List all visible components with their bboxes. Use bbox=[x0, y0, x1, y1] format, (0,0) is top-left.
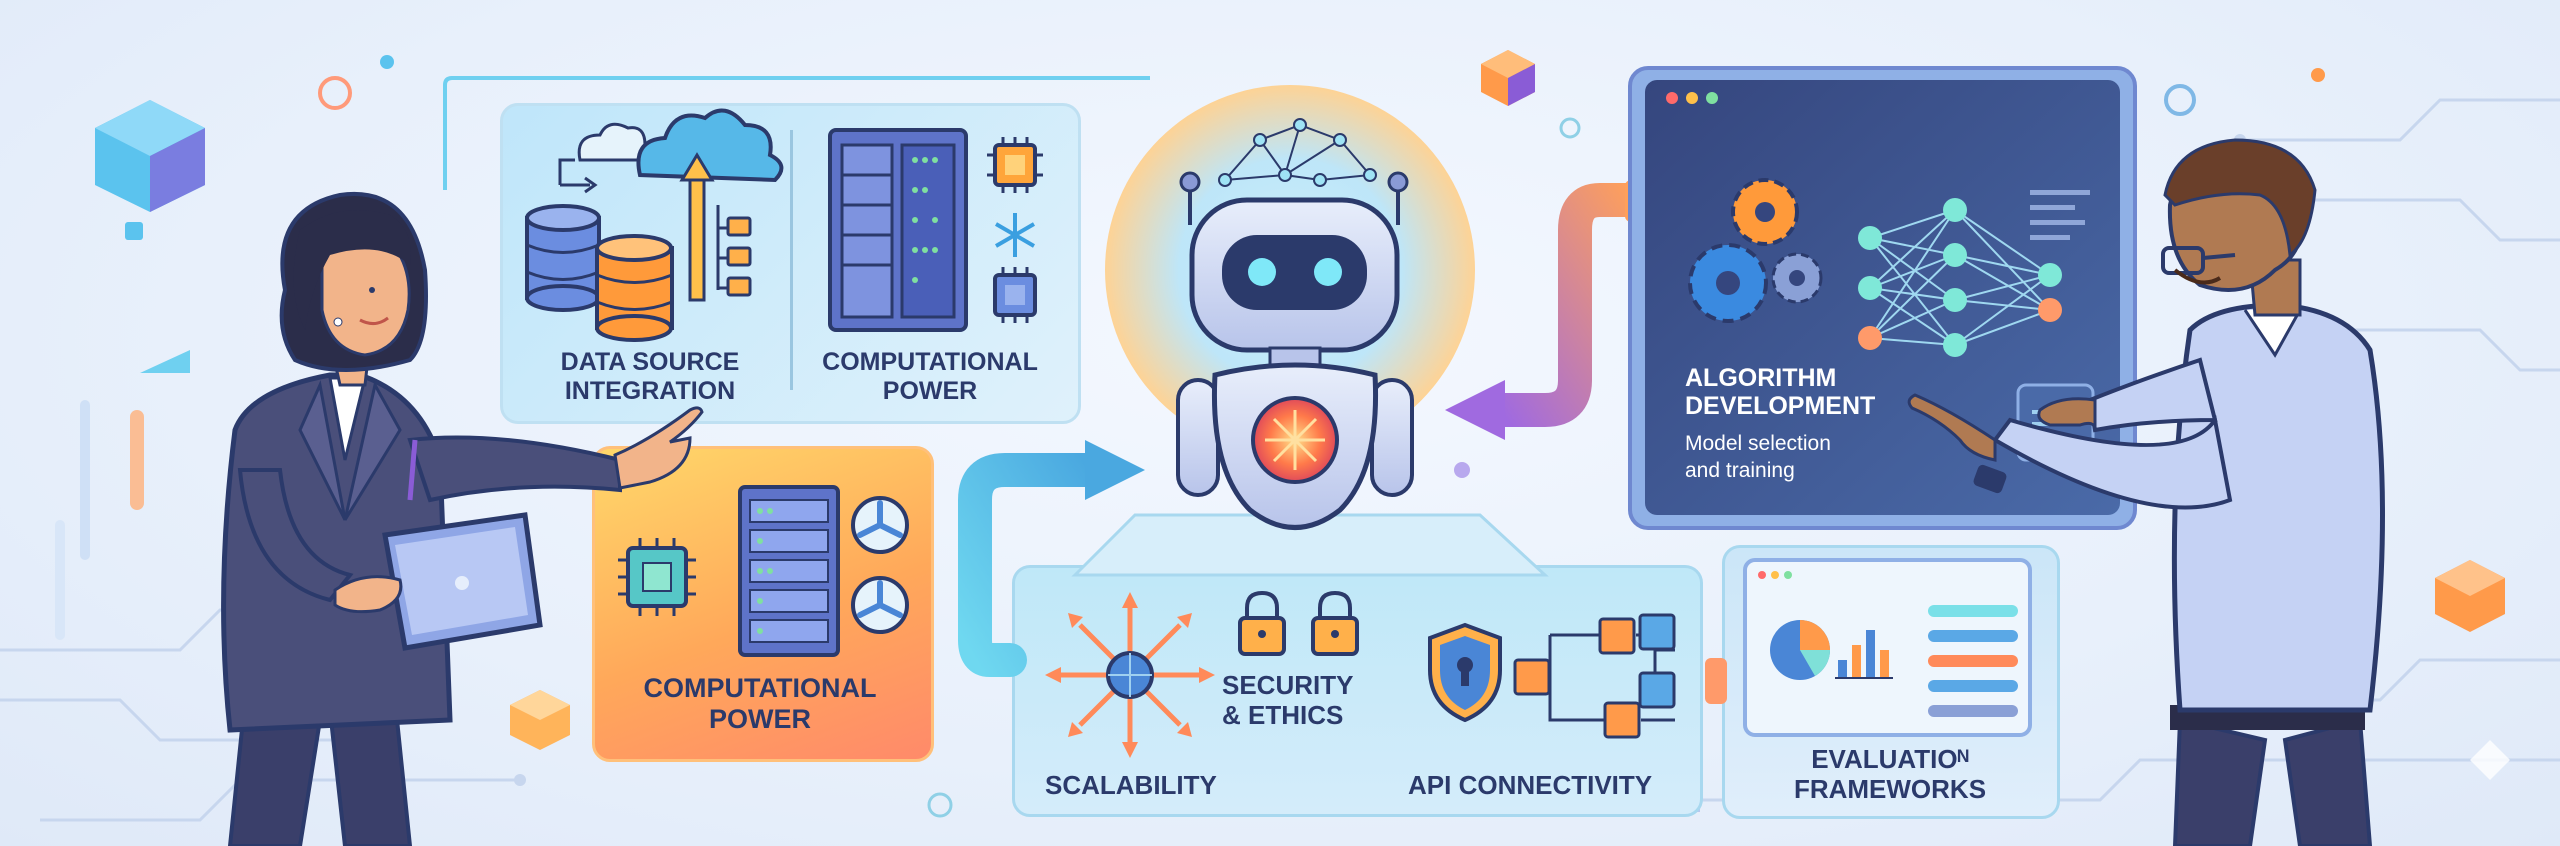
security-line-2: & ETHICS bbox=[1222, 699, 1344, 730]
security-label: SECURITY & ETHICS bbox=[1222, 670, 1354, 731]
tablet-icon bbox=[382, 512, 543, 651]
data-source-line-2: INTEGRATION bbox=[564, 376, 736, 405]
server-icon bbox=[828, 128, 968, 332]
flowchart-icon bbox=[1513, 613, 1676, 739]
pie-chart-icon bbox=[1770, 620, 1830, 680]
neural-network-icon bbox=[1858, 198, 2062, 357]
computational-power-bottom-label: COMPUTATIONAL POWER bbox=[610, 673, 910, 735]
cpu-chip-icon bbox=[987, 137, 1043, 193]
security-line-1: SECURITY bbox=[1222, 670, 1354, 700]
gear-icon bbox=[1731, 178, 1799, 246]
snowflake-icon bbox=[994, 213, 1036, 257]
shield-lock-icon bbox=[1428, 622, 1502, 723]
algorithm-title-line-1: ALGORITHM bbox=[1685, 364, 1837, 392]
cube-decor-left bbox=[95, 100, 205, 212]
fan-icon bbox=[851, 576, 909, 634]
cloud-icon bbox=[577, 108, 784, 183]
robot-icon bbox=[1176, 171, 1414, 530]
database-icon bbox=[525, 204, 601, 312]
algorithm-sub-line-1: Model selection bbox=[1685, 432, 1831, 455]
algorithm-label: ALGORITHM DEVELOPMENT Model selection an… bbox=[1685, 364, 1935, 485]
padlock-icon bbox=[1311, 590, 1359, 656]
gear-icon bbox=[1688, 243, 1768, 323]
algorithm-sub-line-2: and training bbox=[1685, 459, 1795, 483]
padlock-icon bbox=[1238, 590, 1286, 656]
computational-bottom-line-2: POWER bbox=[708, 704, 811, 735]
data-source-line-1: DATA SOURCE bbox=[560, 348, 740, 376]
evaluation-line-1: EVALUATIOᴺ bbox=[1811, 744, 1969, 774]
computational-bottom-line-1: COMPUTATIONAL bbox=[643, 673, 877, 703]
server-icon bbox=[738, 485, 840, 657]
computational-top-line-2: POWER bbox=[882, 376, 978, 405]
cpu-chip-icon bbox=[618, 538, 696, 616]
api-connectivity-label: API CONNECTIVITY bbox=[1408, 770, 1653, 800]
cpu-chip-icon bbox=[993, 267, 1037, 323]
panel-divider bbox=[790, 130, 793, 390]
algorithm-title-line-2: DEVELOPMENT bbox=[1685, 391, 1876, 420]
evaluation-line-2: FRAMEWORKS bbox=[1793, 773, 1987, 804]
scalability-label: SCALABILITY bbox=[1045, 770, 1217, 800]
computational-top-line-1: COMPUTATIONAL bbox=[822, 348, 1038, 376]
computational-power-top-label: COMPUTATIONAL POWER bbox=[805, 348, 1055, 406]
evaluation-label: EVALUATIOᴺ FRAMEWORKS bbox=[1790, 744, 1990, 805]
fan-icon bbox=[851, 496, 909, 554]
network-arrows-icon bbox=[1045, 592, 1215, 758]
data-source-label: DATA SOURCE INTEGRATION bbox=[535, 348, 765, 406]
database-icon bbox=[595, 234, 674, 342]
brain-network-icon bbox=[1218, 118, 1377, 187]
gear-icon bbox=[1771, 252, 1823, 304]
bar-chart-icon bbox=[1835, 630, 1893, 679]
